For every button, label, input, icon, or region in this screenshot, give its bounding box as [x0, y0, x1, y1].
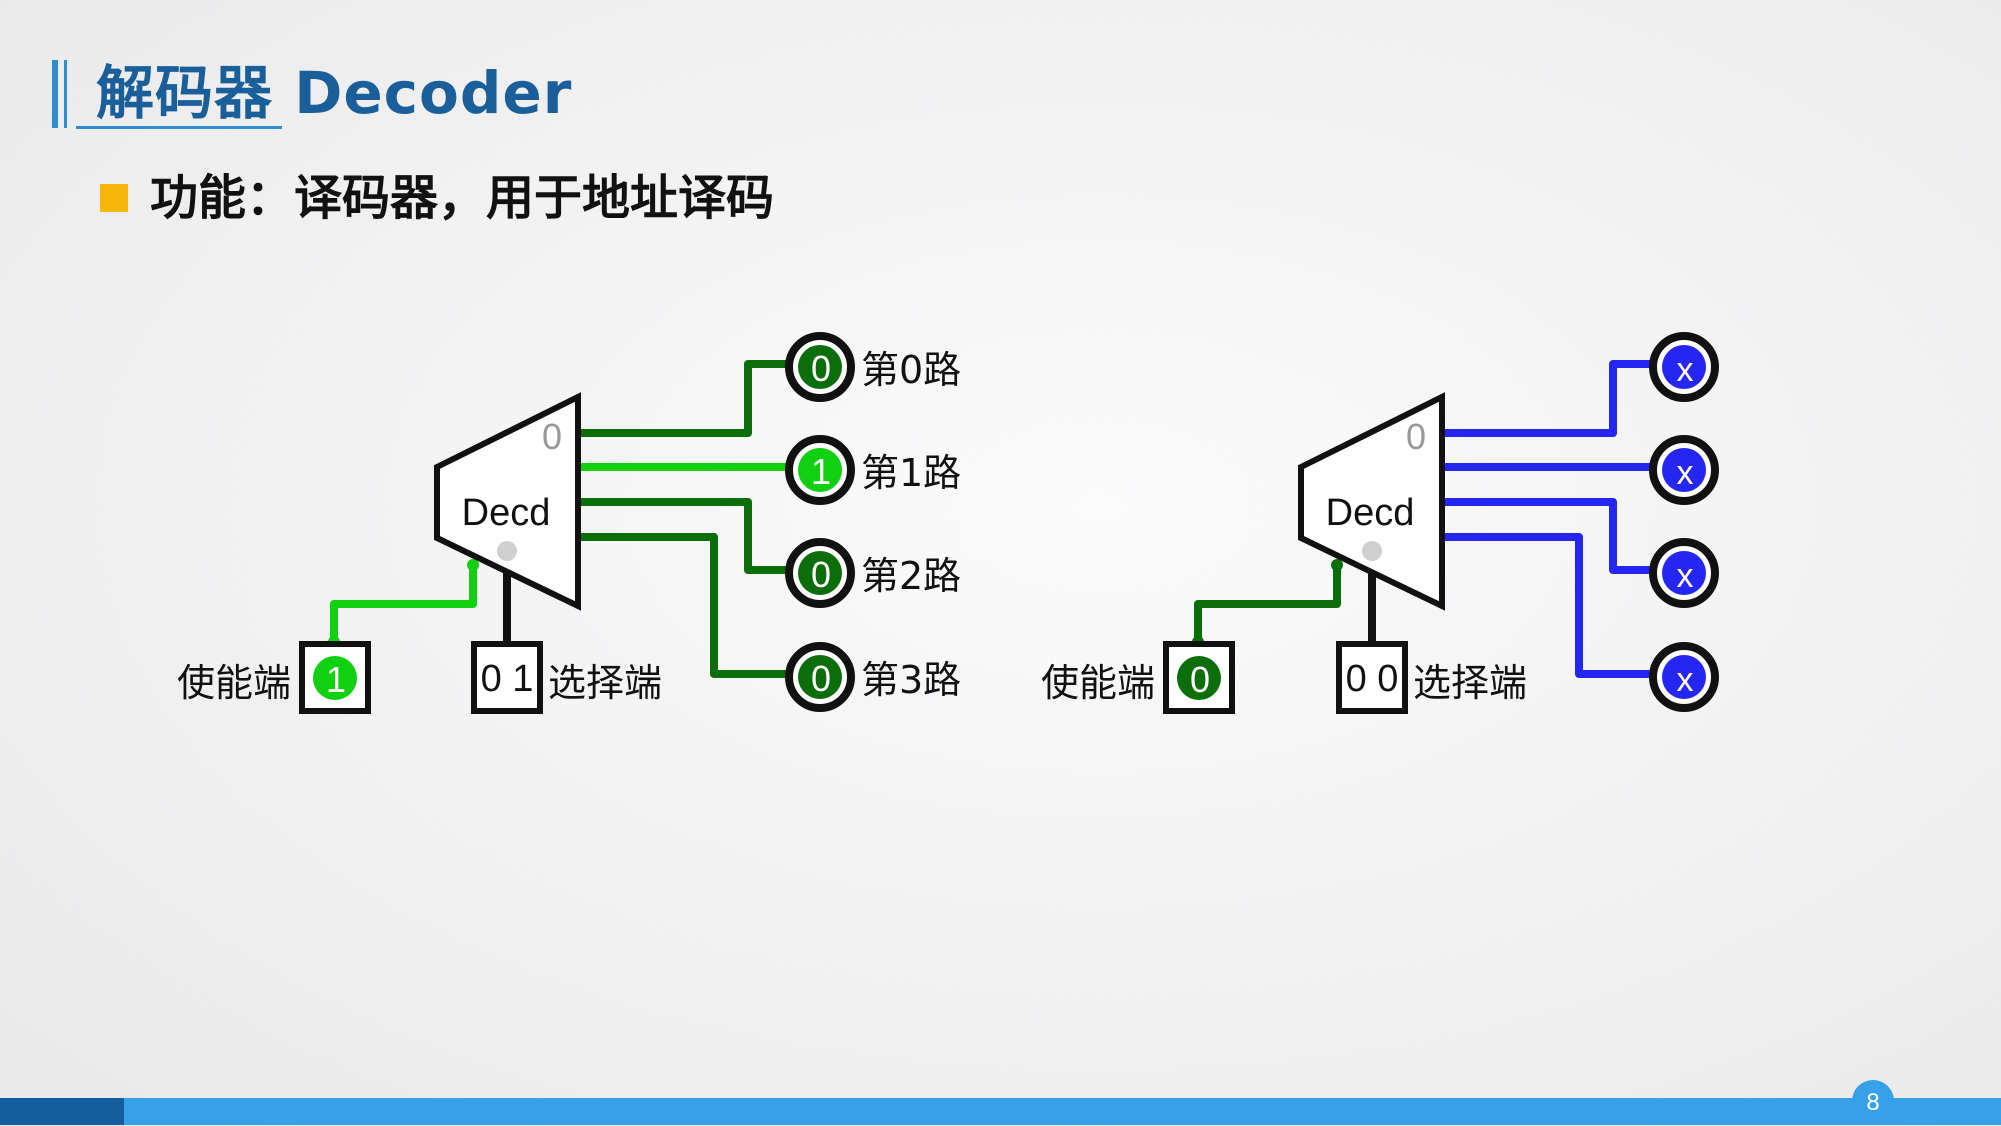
select-input-box[interactable]	[1336, 641, 1408, 714]
decoder-block	[1298, 392, 1445, 611]
output-led-0: 0	[785, 332, 855, 402]
enable-label: 使能端	[177, 661, 291, 705]
output-led-1: 1	[785, 435, 855, 505]
decoder-label: Decd	[462, 492, 551, 534]
select-input-box[interactable]	[471, 641, 543, 714]
title-underline	[76, 126, 282, 129]
wire-output-0	[571, 360, 794, 437]
decoder-block	[434, 392, 581, 611]
enable-label: 使能端	[1041, 661, 1155, 705]
select-input-value: 0 1	[481, 658, 534, 700]
enable-input-value: 0	[1190, 659, 1210, 700]
wire-output-3	[571, 533, 794, 678]
bullet-square-icon	[100, 184, 128, 212]
output-label-3: 第3路	[861, 658, 961, 702]
select-label: 选择端	[1413, 661, 1527, 705]
decoder-enable-pin	[1362, 541, 1382, 561]
footer-accent-block	[0, 1098, 124, 1125]
bullet-text: 功能：译码器，用于地址译码	[150, 170, 775, 226]
title-accent-bar	[52, 60, 58, 128]
select-input-value: 0 0	[1346, 658, 1399, 700]
output-value-2: x	[1677, 557, 1694, 595]
title-accent-bar-thin	[64, 60, 67, 128]
pin-dot	[467, 559, 479, 571]
footer-bar	[0, 1098, 2001, 1125]
output-led-2: x	[1649, 538, 1719, 608]
decoder-index-label: 0	[542, 416, 562, 457]
output-value-0: 0	[811, 348, 831, 389]
slide-title-block: 解码器 Decoder	[52, 56, 571, 132]
enable-input-led	[1177, 656, 1221, 700]
page-number: 8	[1852, 1080, 1894, 1122]
wire-output-3	[1436, 533, 1659, 678]
output-led-2: 0	[785, 538, 855, 608]
wire-output-2	[1436, 498, 1659, 574]
output-led-1: x	[1649, 435, 1719, 505]
decoder-label: Decd	[1326, 492, 1415, 534]
output-value-2: 0	[811, 554, 831, 595]
wire-output-2	[571, 498, 794, 574]
circuit-left: 0 Decd 0 1 0 0 第0路 第1路 第2路 第3路	[177, 332, 961, 714]
output-label-1: 第1路	[861, 451, 961, 495]
output-led-3: 0	[785, 642, 855, 712]
decoder-enable-pin	[497, 541, 517, 561]
output-value-3: x	[1677, 661, 1694, 699]
output-value-1: x	[1677, 454, 1694, 492]
select-label: 选择端	[548, 661, 662, 705]
output-value-1: 1	[811, 451, 831, 492]
wire-output-0	[1436, 360, 1659, 437]
output-led-0: x	[1649, 332, 1719, 402]
pin-dot	[1331, 559, 1343, 571]
output-label-0: 第0路	[861, 348, 961, 392]
slide-title: 解码器 Decoder	[96, 59, 573, 127]
enable-input-led	[313, 656, 357, 700]
output-led-3: x	[1649, 642, 1719, 712]
decoder-index-label: 0	[1406, 416, 1426, 457]
enable-input-value: 1	[326, 659, 346, 700]
circuit-right: 0 Decd x x x x 0 使能端 0 0 选择端	[1041, 332, 1719, 714]
output-label-2: 第2路	[861, 554, 961, 598]
output-value-0: x	[1677, 351, 1694, 389]
output-value-3: 0	[811, 658, 831, 699]
